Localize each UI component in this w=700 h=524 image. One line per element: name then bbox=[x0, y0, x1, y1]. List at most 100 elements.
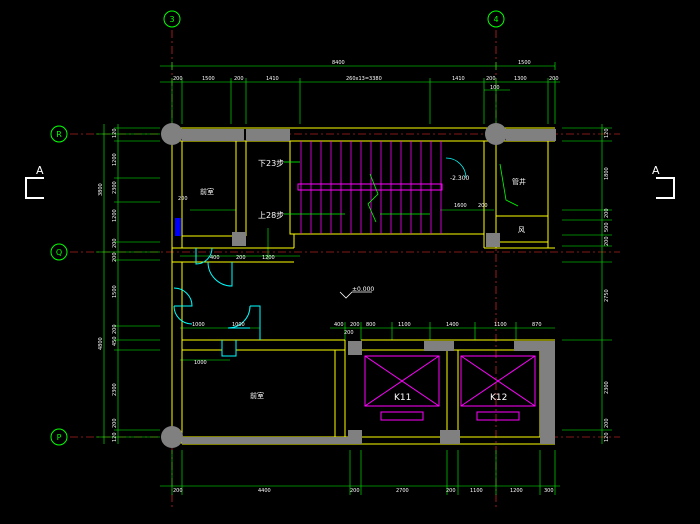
dim-top-right-segment: 1500 bbox=[518, 60, 531, 66]
axis-bubble-R: R bbox=[50, 125, 68, 143]
dim-left-9: 2300 bbox=[112, 383, 118, 396]
dim-left-7: 200 bbox=[112, 324, 118, 334]
dim-lift-6: 870 bbox=[532, 322, 542, 328]
walls bbox=[171, 127, 555, 445]
dim-top-5: 1410 bbox=[452, 76, 465, 82]
columns bbox=[161, 123, 556, 448]
room-right-top-small: 风 bbox=[518, 226, 525, 234]
dim-right-6: 2300 bbox=[604, 381, 610, 394]
floor-level-text: ±0.000 bbox=[352, 286, 374, 293]
dim-left-8: 450 bbox=[112, 336, 118, 346]
stair-treads bbox=[300, 141, 442, 234]
dim-top-6: 200 bbox=[486, 76, 496, 82]
elevator-K12 bbox=[460, 355, 536, 421]
column-R4 bbox=[485, 123, 507, 145]
dim-door-3: 1000 bbox=[194, 360, 207, 366]
axis-bubble-3: 3 bbox=[163, 10, 181, 28]
dim-bottom-6: 1200 bbox=[510, 488, 523, 494]
dim-left-5: 200 bbox=[112, 252, 118, 262]
dim-right-7: 200 bbox=[604, 418, 610, 428]
column-R3 bbox=[161, 123, 183, 145]
dim-left-0: 120 bbox=[112, 128, 118, 138]
dim-lift-2: 800 bbox=[366, 322, 376, 328]
dim-door-1-2: 1200 bbox=[262, 255, 275, 261]
dim-door-2-1: 1000 bbox=[232, 322, 245, 328]
dim-door-1-1: 200 bbox=[236, 255, 246, 261]
dim-lift-sub: 200 bbox=[344, 330, 354, 336]
axis-label-3: 3 bbox=[169, 15, 174, 24]
dim-top-4: 260x13=3380 bbox=[346, 76, 382, 82]
doors bbox=[173, 247, 261, 357]
blue-marker bbox=[175, 218, 181, 236]
dim-landing-sub: 200 bbox=[478, 203, 488, 209]
stair-handrail bbox=[297, 183, 443, 191]
section-mark-left: A bbox=[25, 164, 44, 199]
dim-bottom-1: 4400 bbox=[258, 488, 271, 494]
stair-up-label: 下23步 bbox=[258, 159, 284, 168]
dim-lift-3: 1100 bbox=[398, 322, 411, 328]
axis-bubble-4: 4 bbox=[487, 10, 505, 28]
room-right-top: 管井 bbox=[512, 177, 526, 186]
dim-right-3: 500 bbox=[604, 222, 610, 232]
section-mark-right: A bbox=[652, 164, 675, 199]
dim-right-1: 1800 bbox=[604, 167, 610, 180]
dim-bottom-0: 200 bbox=[173, 488, 183, 494]
dim-left-overall-0: 3800 bbox=[98, 183, 104, 196]
axis-label-Q: Q bbox=[56, 248, 62, 257]
elevator-label-K11: K11 bbox=[394, 393, 411, 403]
axis-bubble-P: P bbox=[50, 428, 68, 446]
dim-door-2-0: 1000 bbox=[192, 322, 205, 328]
dim-bottom-7: 300 bbox=[544, 488, 554, 494]
floor-level-marker bbox=[339, 291, 372, 299]
dim-left-overall-1: 4800 bbox=[98, 337, 104, 350]
dim-top-2: 200 bbox=[234, 76, 244, 82]
dim-left-11: 120 bbox=[112, 432, 118, 442]
axis-label-4: 4 bbox=[493, 15, 498, 24]
dim-right-0: 120 bbox=[604, 128, 610, 138]
dim-lift-1: 200 bbox=[350, 322, 360, 328]
dim-bottom-2: 200 bbox=[350, 488, 360, 494]
dim-door-1-0: 400 bbox=[210, 255, 220, 261]
elevator-label-K12: K12 bbox=[490, 393, 507, 403]
dim-lift-4: 1400 bbox=[446, 322, 459, 328]
section-mark-right-label: A bbox=[652, 164, 660, 177]
dim-bottom-5: 1100 bbox=[470, 488, 483, 494]
dim-top-3: 1410 bbox=[266, 76, 279, 82]
axis-bubble-Q: Q bbox=[50, 243, 68, 261]
dim-lift-5: 1100 bbox=[494, 322, 507, 328]
dim-top-extra: 100 bbox=[490, 85, 500, 91]
room-left-top: 前室 bbox=[200, 187, 214, 196]
dim-left-2: 2300 bbox=[112, 181, 118, 194]
dim-right-4: 200 bbox=[604, 236, 610, 246]
axis-label-R: R bbox=[56, 130, 62, 139]
dimension-lines bbox=[96, 62, 612, 495]
dim-bottom-3: 2700 bbox=[396, 488, 409, 494]
dim-top-0: 200 bbox=[173, 76, 183, 82]
dim-landing: 1600 bbox=[454, 203, 467, 209]
stair-arrows bbox=[284, 161, 519, 223]
room-bottom-left: 前室 bbox=[250, 391, 264, 400]
dim-right-8: 120 bbox=[604, 432, 610, 442]
dim-top-7: 1300 bbox=[514, 76, 527, 82]
dim-stair-width-note: 200 bbox=[178, 196, 188, 202]
column-P3 bbox=[161, 426, 183, 448]
axis-label-P: P bbox=[57, 433, 62, 442]
dim-left-4: 200 bbox=[112, 238, 118, 248]
dim-right-2: 200 bbox=[604, 208, 610, 218]
dim-top-overall: 8400 bbox=[332, 60, 345, 66]
dim-bottom-4: 200 bbox=[446, 488, 456, 494]
dim-left-6: 1500 bbox=[112, 285, 118, 298]
dim-lift-0: 400 bbox=[334, 322, 344, 328]
dim-right-5: 2750 bbox=[604, 289, 610, 302]
stair-down-label: 上28步 bbox=[258, 211, 284, 220]
dim-left-10: 200 bbox=[112, 418, 118, 428]
elevator-K11 bbox=[364, 355, 440, 421]
stair-landing-door bbox=[445, 157, 467, 179]
dim-top-8: 200 bbox=[549, 76, 559, 82]
stair-landing-level: -2.300 bbox=[450, 175, 470, 182]
dim-left-3: 1200 bbox=[112, 209, 118, 222]
dim-top-1: 1500 bbox=[202, 76, 215, 82]
section-mark-left-label: A bbox=[36, 164, 44, 177]
dim-left-1: 1200 bbox=[112, 153, 118, 166]
